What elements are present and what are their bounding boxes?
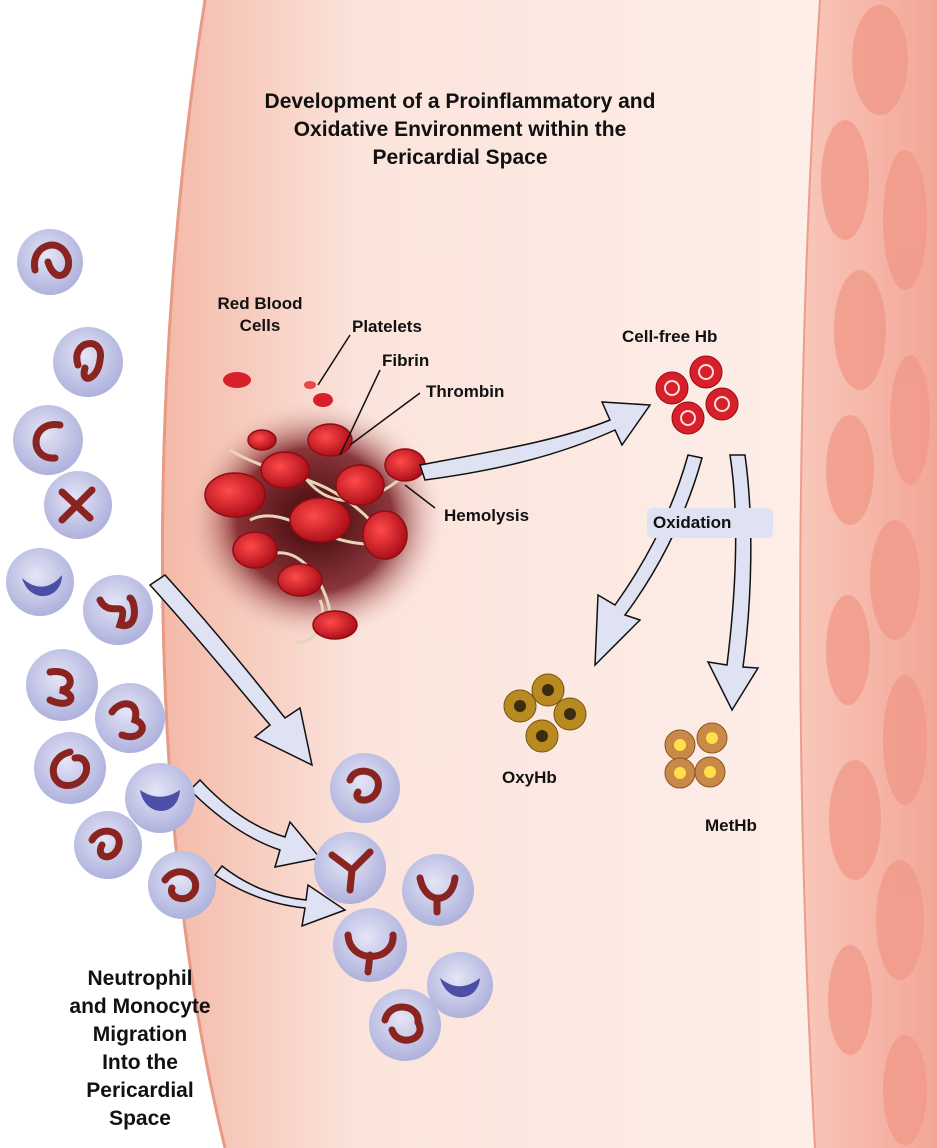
migration-arrow-3 [213,864,347,928]
diagram-title: Development of a Proinflammatory and Oxi… [180,88,740,172]
title-line-3: Pericardial Space [372,146,548,169]
thrombin-label: Thrombin [426,382,505,401]
migration-title-line-6: Space [109,1107,171,1130]
oxidation-box [647,508,773,538]
pericardial-edge [160,0,227,1148]
methb-cluster [664,722,728,789]
red-blood-cells-label-line-1: Red Blood [217,294,303,313]
platelets-label: Platelets [352,317,422,336]
migration-arrow-2 [188,778,322,868]
arrow-hemolysis-to-hb [419,401,652,481]
oxyhb-label: OxyHb [502,768,557,787]
leader-lines [317,334,436,509]
red-blood-cells-label-line-2: Cells [239,316,281,335]
clot-red-cells [204,423,426,640]
free-red-cell [223,372,251,388]
migration-title-line-3: Migration [92,1023,188,1046]
migration-title-line-2: and Monocyte [69,995,211,1018]
myocardium-edge [799,0,821,1148]
title-line-2: Oxidative Environment within the [293,118,627,141]
leukocytes-migrated [314,753,493,1061]
migration-title-line-4: Into the [102,1051,178,1074]
migration-title-line-5: Pericardial [86,1079,194,1102]
title-line-1: Development of a Proinflammatory and [264,90,656,113]
cell-free-hb-cluster [655,355,739,435]
methb-label: MetHb [705,816,757,835]
platelet [304,381,316,389]
hemolysis-label: Hemolysis [444,506,530,525]
free-red-cell [313,393,333,407]
migration-title-line-1: Neutrophil [87,967,193,990]
blood-clot [185,400,445,644]
leukocytes-left [6,229,216,919]
oxyhb-cluster [503,673,587,753]
migration-title: Neutrophil and Monocyte Migration Into t… [20,965,260,1133]
migration-arrow-1 [148,574,314,767]
oxidation-label: Oxidation [653,513,732,532]
red-blood-cells-label: Red Blood Cells [205,293,315,337]
fibrin-label: Fibrin [382,351,430,370]
cell-free-hb-label: Cell-free Hb [622,327,718,346]
muscle-cells [821,5,930,1145]
